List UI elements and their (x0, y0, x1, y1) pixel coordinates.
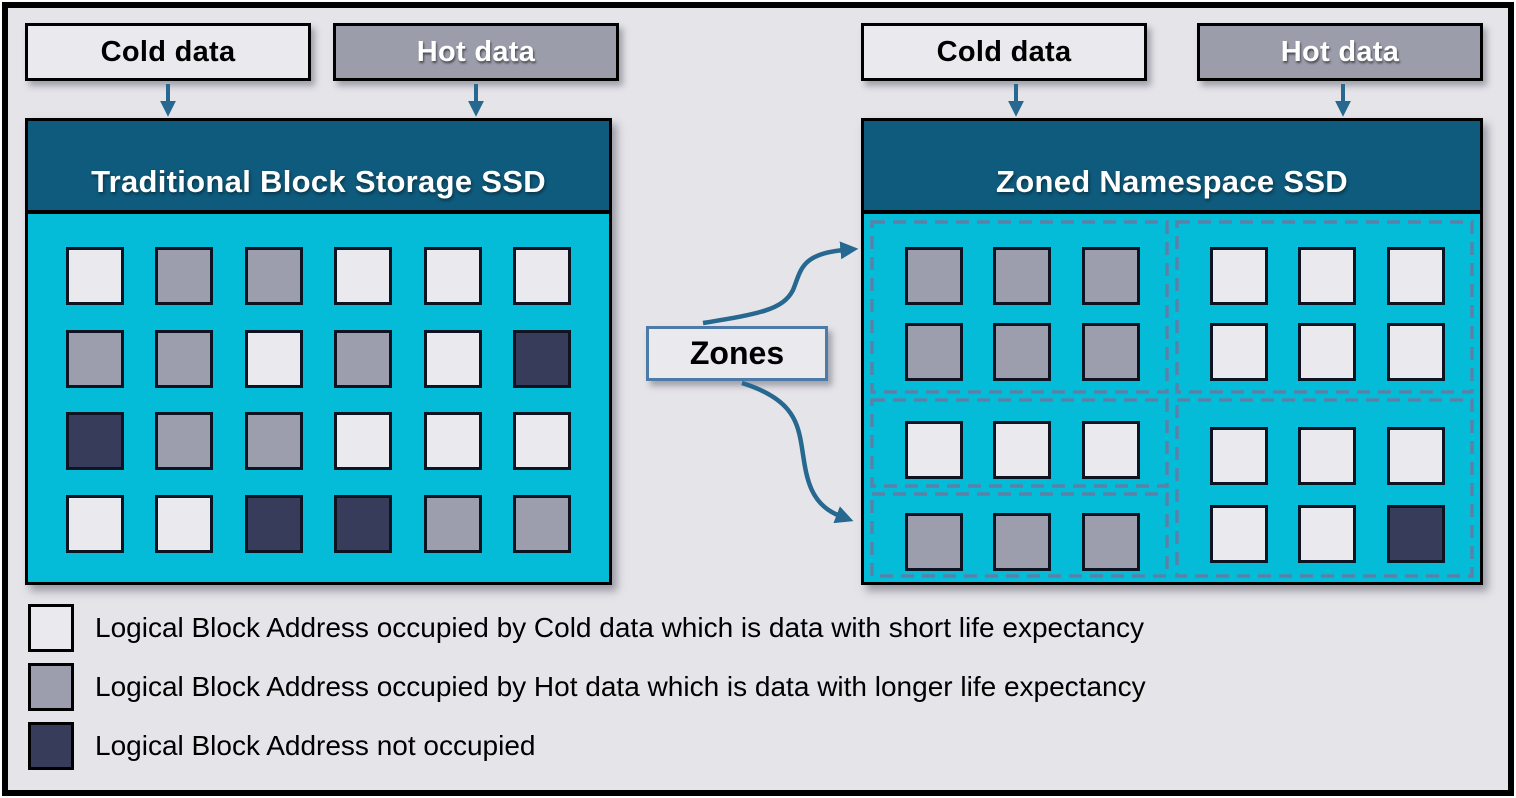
lba-block-hot (423, 495, 482, 554)
cold-data-label-left: Cold data (25, 23, 311, 81)
lba-block-hot (155, 246, 214, 305)
lba-block-cold (423, 329, 482, 388)
hot-data-label-text: Hot data (1280, 35, 1400, 68)
lba-block-hot (904, 246, 963, 305)
lba-block-cold (155, 495, 214, 554)
lba-block-cold (65, 495, 124, 554)
zoned-ssd-title: Zoned Namespace SSD (996, 163, 1348, 199)
legend-text-cold: Logical Block Address occupied by Cold d… (95, 612, 1145, 643)
legend-swatch-empty (28, 722, 74, 770)
cold-data-label-text: Cold data (936, 35, 1072, 68)
lba-block-cold (1386, 246, 1445, 305)
lba-block-cold (1298, 246, 1356, 305)
lba-block-hot (993, 323, 1051, 382)
lba-block-empty (513, 329, 572, 388)
cold-data-label-text: Cold data (100, 35, 236, 68)
zone-top-right (1179, 228, 1475, 400)
lba-block-cold (513, 412, 572, 471)
legend-text-hot: Logical Block Address occupied by Hot da… (95, 671, 1146, 702)
lba-block-row (34, 412, 603, 471)
lba-block-hot (993, 246, 1051, 305)
lba-block-hot (334, 329, 393, 388)
lba-block-row (874, 246, 1170, 305)
lba-block-hot (904, 323, 963, 382)
lba-block-cold (423, 412, 482, 471)
lba-block-cold (993, 421, 1051, 479)
traditional-ssd-header: Traditional Block Storage SSD (28, 121, 609, 214)
lba-block-cold (1209, 246, 1268, 305)
lba-block-row (874, 421, 1170, 479)
traditional-lba-grid (34, 222, 603, 578)
lba-block-empty (1386, 505, 1445, 564)
legend-text-empty: Logical Block Address not occupied (95, 730, 536, 761)
lba-block-row (874, 323, 1170, 382)
lba-block-row (1179, 426, 1475, 485)
cold-data-label-right: Cold data (861, 23, 1147, 81)
lba-block-hot (993, 513, 1051, 571)
lba-block-empty (244, 495, 303, 554)
lba-block-cold (1209, 426, 1268, 485)
lba-block-cold (1298, 426, 1356, 485)
lba-block-cold (1209, 323, 1268, 382)
legend: Logical Block Address occupied by Cold d… (28, 604, 1146, 781)
lba-block-empty (334, 495, 393, 554)
lba-block-row (34, 495, 603, 554)
lba-block-empty (65, 412, 124, 471)
lba-block-cold (1386, 426, 1445, 485)
lba-block-cold (65, 246, 124, 305)
lba-block-hot (1081, 513, 1140, 571)
lba-block-cold (1386, 323, 1445, 382)
lba-block-hot (904, 513, 963, 571)
lba-block-row (874, 513, 1170, 571)
lba-block-cold (423, 246, 482, 305)
traditional-ssd-box: Traditional Block Storage SSD (25, 118, 612, 585)
zoned-ssd-header: Zoned Namespace SSD (864, 121, 1480, 214)
lba-block-cold (1298, 323, 1356, 382)
lba-block-cold (244, 329, 303, 388)
legend-swatch-cold (28, 604, 74, 652)
legend-item-cold: Logical Block Address occupied by Cold d… (28, 604, 1146, 652)
lba-block-row (1179, 246, 1475, 305)
lba-block-hot (65, 329, 124, 388)
zone-bottom-left (874, 500, 1170, 584)
lba-block-cold (1298, 505, 1356, 564)
lba-block-cold (1081, 421, 1140, 479)
hot-data-label-right: Hot data (1197, 23, 1483, 81)
legend-item-hot: Logical Block Address occupied by Hot da… (28, 663, 1146, 711)
lba-block-hot (244, 412, 303, 471)
zones-callout-text: Zones (689, 335, 785, 371)
hot-data-label-text: Hot data (416, 35, 536, 68)
lba-block-cold (904, 421, 963, 479)
lba-block-hot (513, 495, 572, 554)
zone-bottom-right (1179, 406, 1475, 584)
legend-swatch-hot (28, 663, 74, 711)
zoned-ssd-box: Zoned Namespace SSD (861, 118, 1483, 585)
zone-middle-left (874, 406, 1170, 494)
lba-block-row (34, 246, 603, 305)
lba-block-cold (1209, 505, 1268, 564)
lba-block-hot (1081, 323, 1140, 382)
hot-data-label-left: Hot data (333, 23, 619, 81)
lba-block-row (34, 329, 603, 388)
lba-block-hot (155, 329, 214, 388)
legend-item-empty: Logical Block Address not occupied (28, 722, 1146, 770)
lba-block-hot (1081, 246, 1140, 305)
zone-top-left (874, 228, 1170, 400)
zones-callout: Zones (646, 326, 828, 381)
lba-block-cold (513, 246, 572, 305)
lba-block-row (1179, 505, 1475, 564)
lba-block-row (1179, 323, 1475, 382)
traditional-ssd-title: Traditional Block Storage SSD (91, 163, 546, 199)
zoned-ssd-body (864, 218, 1480, 582)
lba-block-cold (334, 412, 393, 471)
lba-block-hot (155, 412, 214, 471)
lba-block-cold (334, 246, 393, 305)
lba-block-hot (244, 246, 303, 305)
traditional-ssd-body (28, 218, 609, 582)
